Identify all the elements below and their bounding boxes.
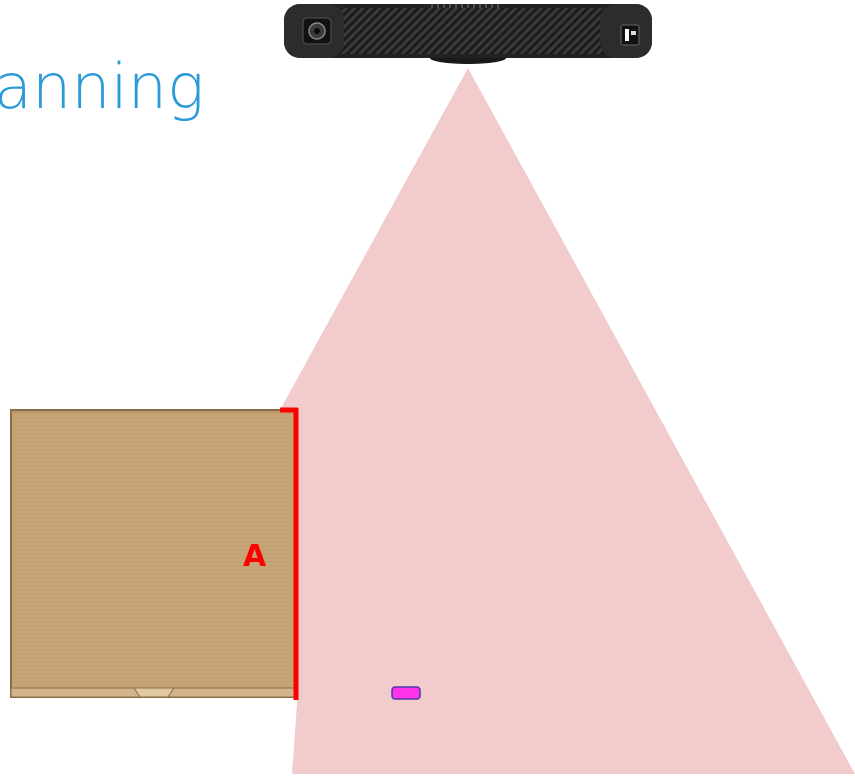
small-object-icon <box>392 687 420 699</box>
marker-label: A <box>243 539 267 574</box>
box-tab <box>134 688 174 697</box>
3d-scanner-icon <box>284 4 652 64</box>
page-title: anning <box>0 50 204 123</box>
scanner-sensor <box>621 25 639 45</box>
field-of-view-cone <box>280 68 855 774</box>
